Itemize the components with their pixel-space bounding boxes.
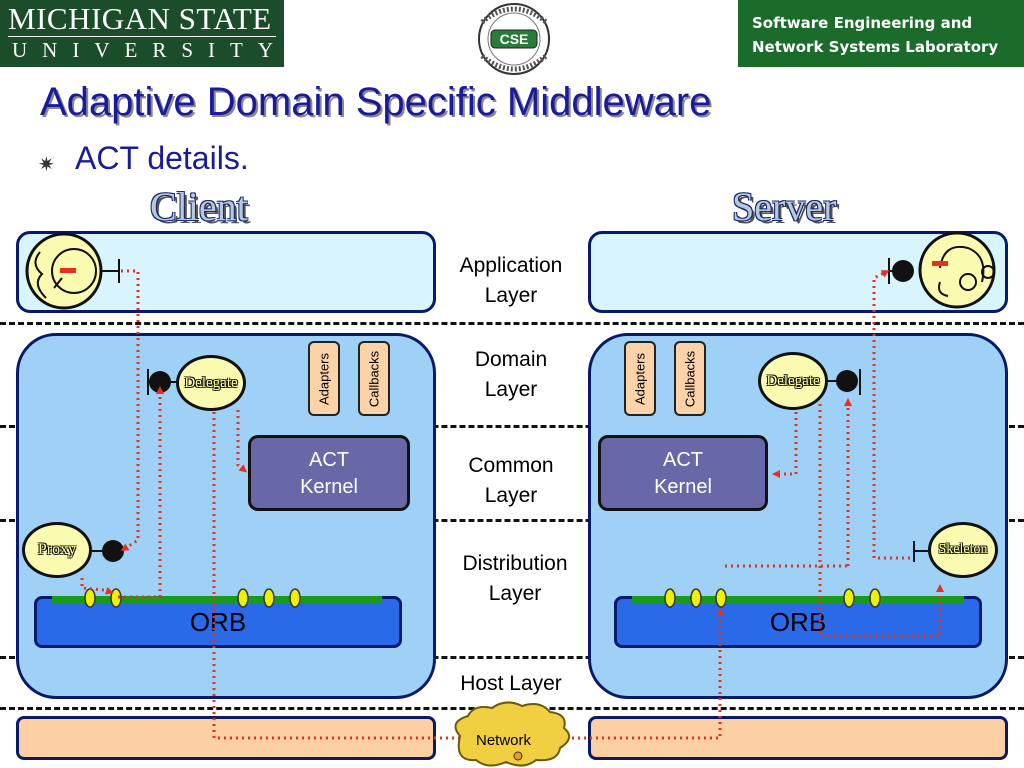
client-app-icon xyxy=(25,232,103,310)
host-layer-label: Host Layer xyxy=(460,672,562,695)
client-heading: Client xyxy=(150,184,248,229)
server-delegate-socket-icon xyxy=(828,369,861,395)
server-heading: Server xyxy=(732,184,837,229)
server-orb-to-skeleton-link xyxy=(818,404,944,638)
lab-banner: Software Engineering and Network Systems… xyxy=(738,0,1024,67)
cse-seal-text: CSE xyxy=(500,31,529,47)
connector-lines xyxy=(80,269,944,740)
server-skeleton-socket-icon xyxy=(913,541,928,562)
msu-logo-rule xyxy=(8,36,276,37)
client-delegate-socket-icon xyxy=(147,369,176,395)
server-orb-strip xyxy=(632,596,964,604)
layer-divider xyxy=(0,656,1024,659)
slide-title: Adaptive Domain Specific Middleware xyxy=(40,80,712,124)
layer-divider xyxy=(0,322,1024,325)
server-adapters-tag: Adapters xyxy=(624,341,656,416)
client-to-network-link xyxy=(212,412,460,740)
client-app-to-proxy-link xyxy=(120,269,140,552)
client-app-socket-icon xyxy=(101,259,120,283)
client-orb-to-delegate-link xyxy=(118,386,164,599)
server-delegate-to-kernel-link xyxy=(772,412,798,478)
client-proxy-to-orb-link xyxy=(80,578,114,595)
server-delegate: Delegate xyxy=(758,352,828,410)
msu-logo-line1: MICHIGAN STATE xyxy=(8,1,272,36)
server-skeleton: Skeleton xyxy=(928,522,998,578)
layer-divider xyxy=(0,425,1024,428)
server-app-icon xyxy=(918,231,996,309)
client-orb-ports xyxy=(84,588,301,608)
server-callbacks-tag: Callbacks xyxy=(674,341,706,416)
layer-divider xyxy=(0,519,1024,522)
msu-logo-line2: UNIVERSITY xyxy=(12,38,288,62)
client-callbacks-tag: Callbacks xyxy=(358,341,390,416)
client-proxy: Proxy xyxy=(22,522,92,578)
cse-seal-logo: CSE xyxy=(464,2,564,76)
bullet-text: ACT details. xyxy=(75,140,249,176)
client-delegate: Delegate xyxy=(176,355,246,411)
network-to-server-orb-link xyxy=(566,608,724,740)
bullet-star-icon: ✷ xyxy=(38,154,55,176)
server-orb-ports xyxy=(664,588,881,608)
lab-banner-line1: Software Engineering and xyxy=(752,14,973,32)
client-adapters-tag: Adapters xyxy=(308,341,340,416)
network-cloud-icon xyxy=(454,701,571,767)
client-proxy-socket-icon xyxy=(92,540,124,562)
client-orb-strip xyxy=(52,596,382,604)
msu-logo: MICHIGAN STATE UNIVERSITY xyxy=(0,0,284,67)
server-app-socket-icon xyxy=(888,258,914,284)
client-delegate-to-kernel-link xyxy=(236,410,248,473)
network-label: Network xyxy=(476,732,532,749)
server-skeleton-to-app-link xyxy=(872,270,910,560)
lab-banner-line2: Network Systems Laboratory xyxy=(752,38,999,56)
